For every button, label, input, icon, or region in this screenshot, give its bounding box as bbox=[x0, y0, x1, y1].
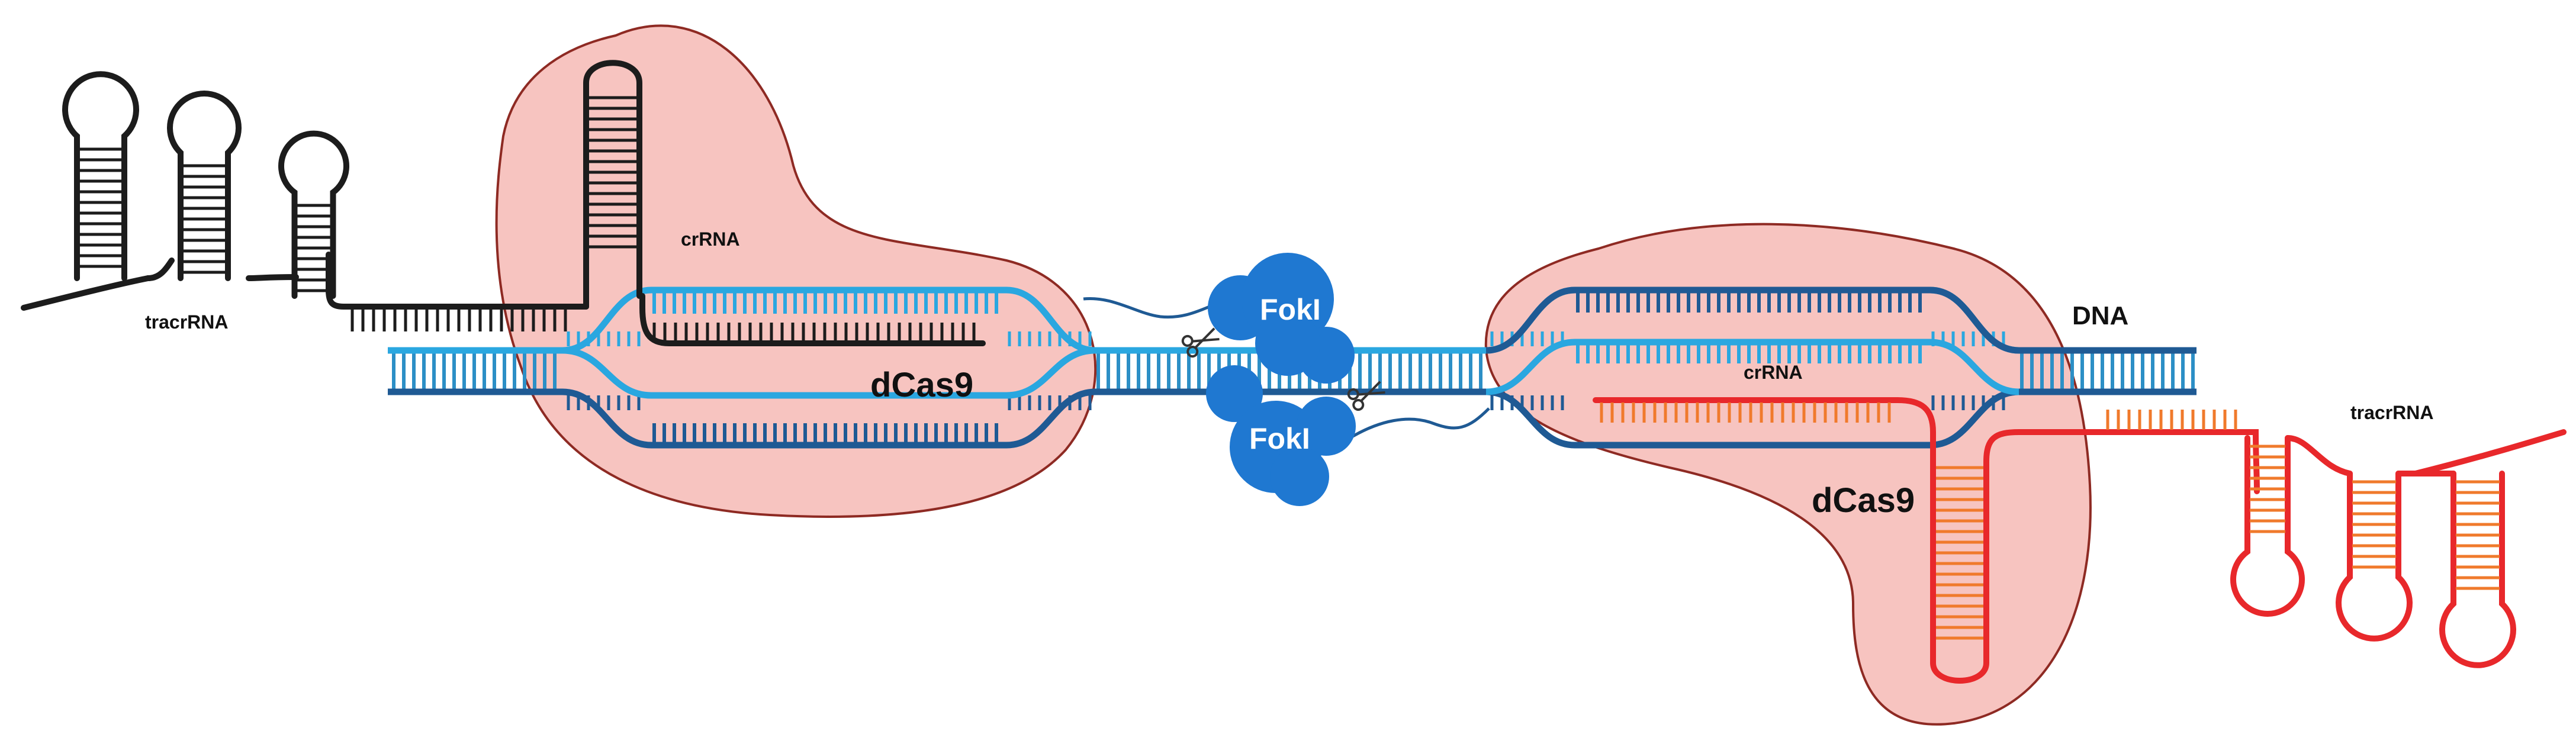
scissors-icon bbox=[1181, 327, 1220, 358]
crrna-right-hairpin bbox=[1930, 429, 2253, 684]
tracrrna-right-tail bbox=[2413, 429, 2567, 476]
rna-left-hairpins bbox=[62, 71, 349, 299]
rna-right-hairpins bbox=[2230, 435, 2516, 668]
dna-right-inner-bottom bbox=[1485, 339, 2019, 395]
rna-linker bbox=[2285, 435, 2456, 477]
crrna-right-label: crRNA bbox=[1744, 362, 1803, 383]
rna-linker bbox=[145, 257, 299, 281]
dna-right-top-dark bbox=[1485, 286, 2196, 354]
rna-hairpin bbox=[2439, 471, 2516, 668]
scissors-icon bbox=[1347, 381, 1385, 411]
rna-hairpin bbox=[167, 91, 242, 281]
guide-rna-right bbox=[1593, 397, 2567, 684]
crrna-left-label: crRNA bbox=[681, 228, 740, 250]
rna-hairpin bbox=[278, 130, 349, 299]
dcas9-right-label: dCas9 bbox=[1812, 481, 1915, 520]
rna-right-rungs bbox=[1600, 403, 2237, 640]
foki-bottom-label: FokI bbox=[1249, 422, 1310, 455]
crrna-right-spacer bbox=[1593, 397, 1936, 666]
foki-domain-top bbox=[1208, 253, 1355, 384]
tracrrna-right-backbone bbox=[2247, 429, 2260, 494]
foki-linker-bottom bbox=[1349, 407, 1490, 440]
rna-left-rungs bbox=[350, 96, 976, 341]
foki-top-label: FokI bbox=[1260, 293, 1321, 326]
rna-hairpin bbox=[2336, 471, 2413, 642]
crrna-left-hairpin bbox=[583, 60, 642, 310]
dna-bottom-strand bbox=[388, 388, 2196, 449]
dcas9-left-label: dCas9 bbox=[870, 366, 973, 404]
crrna-left-spacer bbox=[639, 293, 986, 346]
foki-domain-bottom bbox=[1206, 365, 1356, 506]
dna-label: DNA bbox=[2072, 301, 2128, 330]
dna-bubble-rungs bbox=[567, 293, 2005, 443]
dna-left-inner-top bbox=[562, 347, 1096, 399]
tracrrna-left-label: tracrRNA bbox=[145, 311, 228, 333]
rna-hairpin bbox=[2230, 435, 2305, 617]
rna-hairpin bbox=[62, 71, 139, 281]
tracrrna-right-label: tracrRNA bbox=[2350, 402, 2433, 423]
tracrrna-left-tail bbox=[21, 275, 151, 311]
dna-duplex bbox=[388, 286, 2196, 449]
